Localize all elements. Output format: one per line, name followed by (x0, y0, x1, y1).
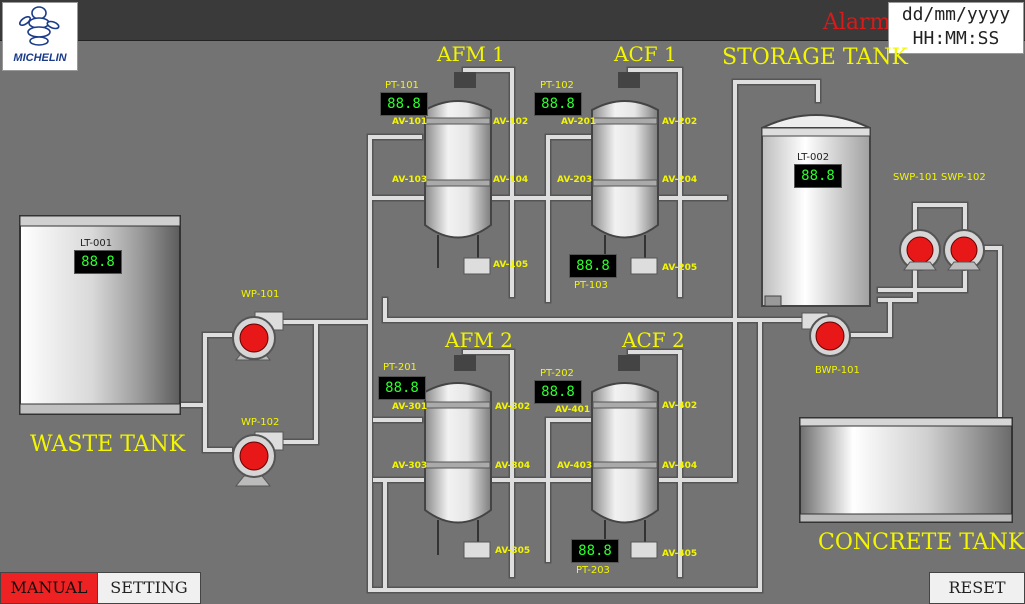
valve-av405[interactable]: AV-405 (662, 549, 698, 559)
reset-button[interactable]: RESET (929, 572, 1025, 604)
afm1-vessel[interactable] (424, 72, 492, 275)
storage-tank-title: STORAGE TANK (722, 45, 908, 70)
valve-av302[interactable]: AV-302 (495, 402, 531, 412)
waste-tank[interactable] (19, 215, 181, 415)
valve-av205[interactable]: AV-205 (662, 263, 698, 273)
waste-tank-level-tag: LT-001 (80, 238, 113, 249)
brand-name: MICHELIN (13, 52, 67, 64)
pt102-tag: PT-102 (540, 80, 574, 91)
pump-swp101-label: SWP-101 (893, 172, 938, 183)
pt101-display: 88.8 (380, 92, 428, 116)
pt202-tag: PT-202 (540, 368, 574, 379)
pump-swp102-label: SWP-102 (941, 172, 986, 183)
pt101-tag: PT-101 (385, 80, 419, 91)
valve-av404[interactable]: AV-404 (662, 461, 698, 471)
valve-av402[interactable]: AV-402 (662, 401, 698, 411)
valve-av203[interactable]: AV-203 (557, 175, 593, 185)
michelin-man-icon (18, 6, 60, 46)
pump-bwp101-label: BWP-101 (815, 365, 860, 376)
afm2-title: AFM 2 (445, 328, 513, 352)
afm1-title: AFM 1 (437, 42, 505, 66)
manual-button[interactable]: MANUAL (0, 572, 98, 604)
pump-wp101-label: WP-101 (241, 289, 280, 300)
pump-wp102-label: WP-102 (241, 417, 280, 428)
valve-av304[interactable]: AV-304 (495, 461, 531, 471)
storage-tank-level-display: 88.8 (794, 164, 842, 188)
valve-av301[interactable]: AV-301 (392, 402, 428, 412)
valve-av105[interactable]: AV-105 (493, 260, 529, 270)
valve-av403[interactable]: AV-403 (557, 461, 593, 471)
pt203-display: 88.8 (571, 539, 619, 563)
valve-av104[interactable]: AV-104 (493, 175, 529, 185)
date-text: dd/mm/yyyy (901, 4, 1011, 25)
concrete-tank[interactable] (799, 417, 1013, 523)
acf2-vessel[interactable] (591, 355, 659, 559)
pump-swp102[interactable] (943, 229, 985, 271)
pump-swp101[interactable] (899, 229, 941, 271)
pt103-tag: PT-103 (574, 280, 608, 291)
valve-av101[interactable]: AV-101 (392, 117, 428, 127)
datetime-display: dd/mm/yyyy HH:MM:SS (888, 2, 1024, 54)
storage-tank-level-tag: LT-002 (797, 152, 830, 163)
time-text: HH:MM:SS (912, 28, 1000, 49)
brand-logo: MICHELIN (2, 2, 78, 71)
top-bar (0, 0, 1025, 41)
alarm-indicator[interactable]: Alarm (823, 10, 891, 35)
valve-av204[interactable]: AV-204 (662, 175, 698, 185)
waste-tank-title: WASTE TANK (30, 432, 186, 457)
pipe-network (176, 66, 1004, 594)
pt202-display: 88.8 (534, 380, 582, 404)
pump-wp101[interactable] (232, 311, 284, 361)
valve-av303[interactable]: AV-303 (392, 461, 428, 471)
valve-av305[interactable]: AV-305 (495, 546, 531, 556)
pt203-tag: PT-203 (576, 565, 610, 576)
concrete-tank-title: CONCRETE TANK (818, 530, 1025, 555)
valve-av201[interactable]: AV-201 (561, 117, 597, 127)
valve-av102[interactable]: AV-102 (493, 117, 529, 127)
acf2-title: ACF 2 (622, 328, 685, 352)
pt201-display: 88.8 (378, 376, 426, 400)
storage-tank[interactable] (761, 114, 871, 307)
pt201-tag: PT-201 (383, 362, 417, 373)
afm2-vessel[interactable] (424, 355, 492, 559)
valve-av202[interactable]: AV-202 (662, 117, 698, 127)
pt102-display: 88.8 (534, 92, 582, 116)
setting-button[interactable]: SETTING (97, 572, 201, 604)
acf1-title: ACF 1 (614, 42, 677, 66)
pt103-display: 88.8 (569, 254, 617, 278)
valve-av103[interactable]: AV-103 (392, 175, 428, 185)
pump-bwp101[interactable] (801, 312, 851, 357)
acf1-vessel[interactable] (591, 72, 659, 275)
pump-wp102[interactable] (232, 431, 284, 487)
waste-tank-level-display: 88.8 (74, 250, 122, 274)
valve-av401[interactable]: AV-401 (555, 405, 591, 415)
